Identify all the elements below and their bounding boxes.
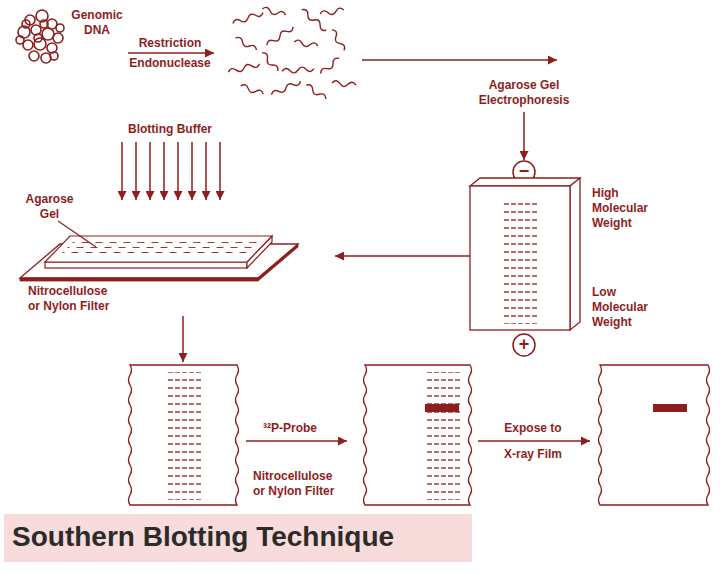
leader-line [58,221,96,247]
dna-coil [40,20,48,28]
dna-coil [53,33,63,43]
flow-arrow [335,255,470,257]
dna-coil [34,34,42,42]
dna-fragment [232,10,264,26]
gel-side-face [570,178,580,330]
dna-coil [42,28,54,40]
dna-fragment [240,84,264,97]
buffer-arrow [191,142,193,200]
gel-top-face [45,236,272,262]
dna-fragment [320,7,345,16]
title-band [4,514,472,562]
gel-front-face [45,262,247,268]
dna-coil [16,36,24,44]
node-label: Agarose Gel [22,192,77,222]
gel-top-face [470,178,580,186]
dna-fragments [228,6,356,100]
blot-stack: Agarose GelNitrocellulose or Nylon Filte… [18,186,335,316]
buffer-arrow [135,142,137,200]
annotation-label: ³²P-Probe [245,421,335,436]
filter-edge [20,278,258,281]
shape-part [20,221,298,281]
process-arrow [246,440,347,442]
annotation-label: Expose to X-ray Film [497,415,569,467]
probed-filter [364,365,472,505]
dna-fragment [330,28,346,51]
buffer-arrow [121,142,123,200]
shape-part [129,365,239,505]
buffer-arrow [149,142,151,200]
process-arrow [478,440,590,442]
buffer-arrow [219,142,221,200]
electrode-terminal: + [512,333,536,357]
node-label: Nitrocellulose or Nylon Filter [253,469,341,499]
annotation-label: Agarose Gel Electrophoresis [476,78,572,108]
dna-fragment [234,36,257,52]
dna-fragment [262,6,286,17]
annotation-label: Genomic DNA [66,8,128,38]
shape-part [470,178,580,330]
buffer-arrow [205,142,207,200]
dna-fragment [332,80,356,87]
dna-coil [22,20,30,28]
process-arrow [128,52,214,54]
band-dashes [427,372,462,500]
diagram-title: Southern Blotting Technique [12,517,472,557]
node-label: + [512,333,536,356]
node-label: Low Molecular Weight [592,285,667,330]
process-arrow [362,59,557,61]
xray-film [599,365,710,505]
filter-outline [129,365,239,505]
dna-fragment [305,83,328,101]
gel-front-face [470,186,570,330]
dna-blob [16,10,64,63]
annotation-label: Blotting Buffer [100,122,240,137]
dna-coil [29,51,39,61]
dna-fragment [282,66,314,74]
process-arrow [523,112,525,160]
band-dashes [168,372,203,500]
node-label: High Molecular Weight [592,186,667,231]
dna-coil [50,52,58,60]
buffer-arrow [177,142,179,200]
annotation-label: Restriction Endonuclease [126,33,214,73]
node-label: Nitrocellulose or Nylon Filter [28,284,116,314]
dna-fragment [319,56,341,75]
hybrid-band [425,404,459,412]
dna-fragment [260,51,279,73]
terminal-circle [513,334,535,356]
gel-slab: High Molecular WeightLow Molecular Weigh… [470,178,670,333]
film-band [653,404,687,412]
dna-coil [56,24,64,32]
dna-fragment [228,61,260,74]
dna-fragment [294,39,319,48]
dna-fragment [265,25,294,47]
dna-fragment [270,79,301,97]
buffer-arrow [163,142,165,200]
buffer-arrows [122,142,220,200]
flow-arrow [182,316,184,362]
band-dashes [504,198,539,324]
dna-coil [34,38,46,50]
